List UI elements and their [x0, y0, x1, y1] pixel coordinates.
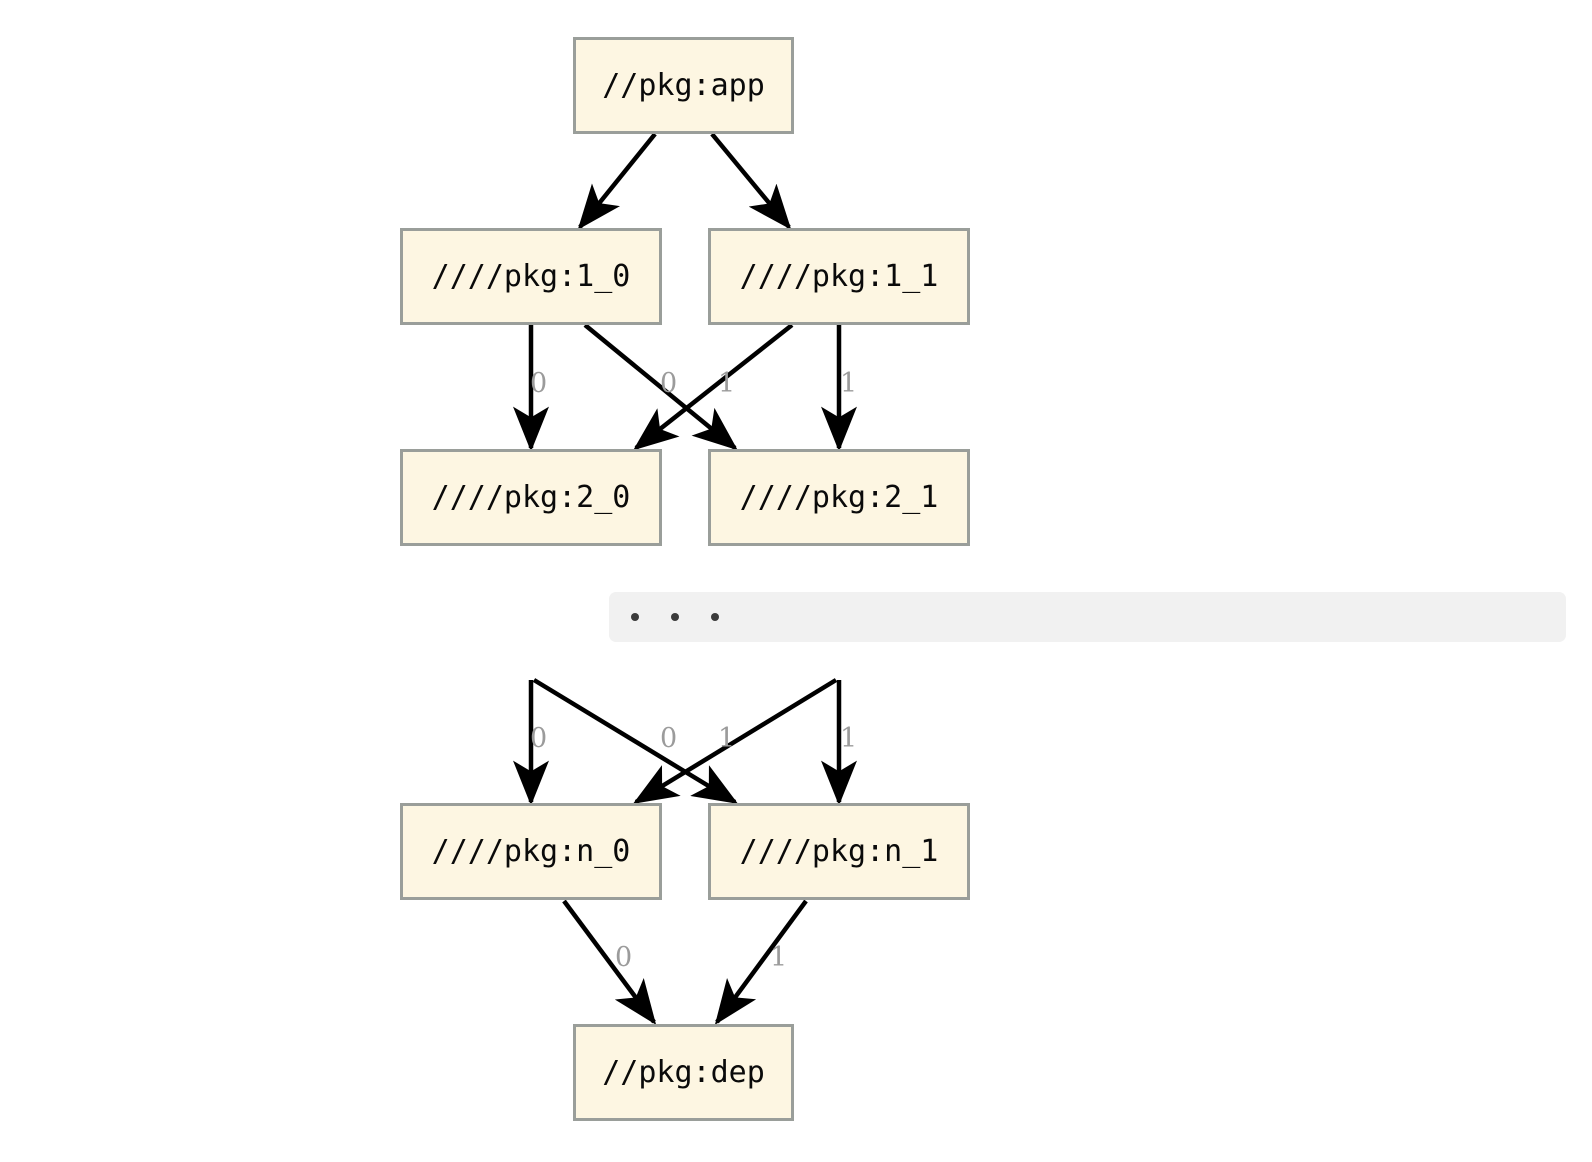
edge-hidden-to-n_1-diagonal	[532, 678, 739, 804]
ellipsis-separator-band	[609, 592, 1566, 642]
node-pkg-n_1[interactable]: ////pkg:n_1	[708, 803, 970, 900]
node-pkg-app[interactable]: //pkg:app	[573, 37, 794, 134]
edge-hidden-to-n_0-diagonal	[632, 678, 838, 804]
edge-label-dep-1: 1	[770, 942, 788, 973]
edge-1_0-to-2_1	[583, 323, 738, 451]
edge-label-mid-0-left: 0	[530, 368, 548, 399]
edge-label-mid-1-center: 1	[718, 368, 736, 399]
edge-label-mid-0-center: 0	[660, 368, 678, 399]
edge-n_0-to-dep	[562, 899, 657, 1025]
edge-app-to-1_0	[577, 132, 657, 230]
edge-label-mid-1-right: 1	[840, 368, 858, 399]
edge-label-dep-0: 0	[615, 942, 633, 973]
edge-1_1-to-2_0	[633, 323, 794, 451]
edge-n_1-to-dep	[714, 899, 808, 1025]
node-pkg-1_0[interactable]: ////pkg:1_0	[400, 228, 662, 325]
node-pkg-dep[interactable]: //pkg:dep	[573, 1024, 794, 1121]
edge-label-low-0-center: 0	[660, 723, 678, 754]
ellipsis-dot-1	[631, 613, 639, 621]
node-pkg-1_1[interactable]: ////pkg:1_1	[708, 228, 970, 325]
ellipsis-dot-3	[711, 613, 719, 621]
edge-label-low-1-center: 1	[718, 723, 736, 754]
ellipsis-dot-2	[671, 613, 679, 621]
edge-label-low-0-left: 0	[530, 723, 548, 754]
node-pkg-n_0[interactable]: ////pkg:n_0	[400, 803, 662, 900]
edge-app-to-1_1	[710, 132, 792, 230]
edge-label-low-1-right: 1	[840, 723, 858, 754]
ellipsis-dots	[631, 613, 719, 621]
node-pkg-2_1[interactable]: ////pkg:2_1	[708, 449, 970, 546]
node-pkg-2_0[interactable]: ////pkg:2_0	[400, 449, 662, 546]
